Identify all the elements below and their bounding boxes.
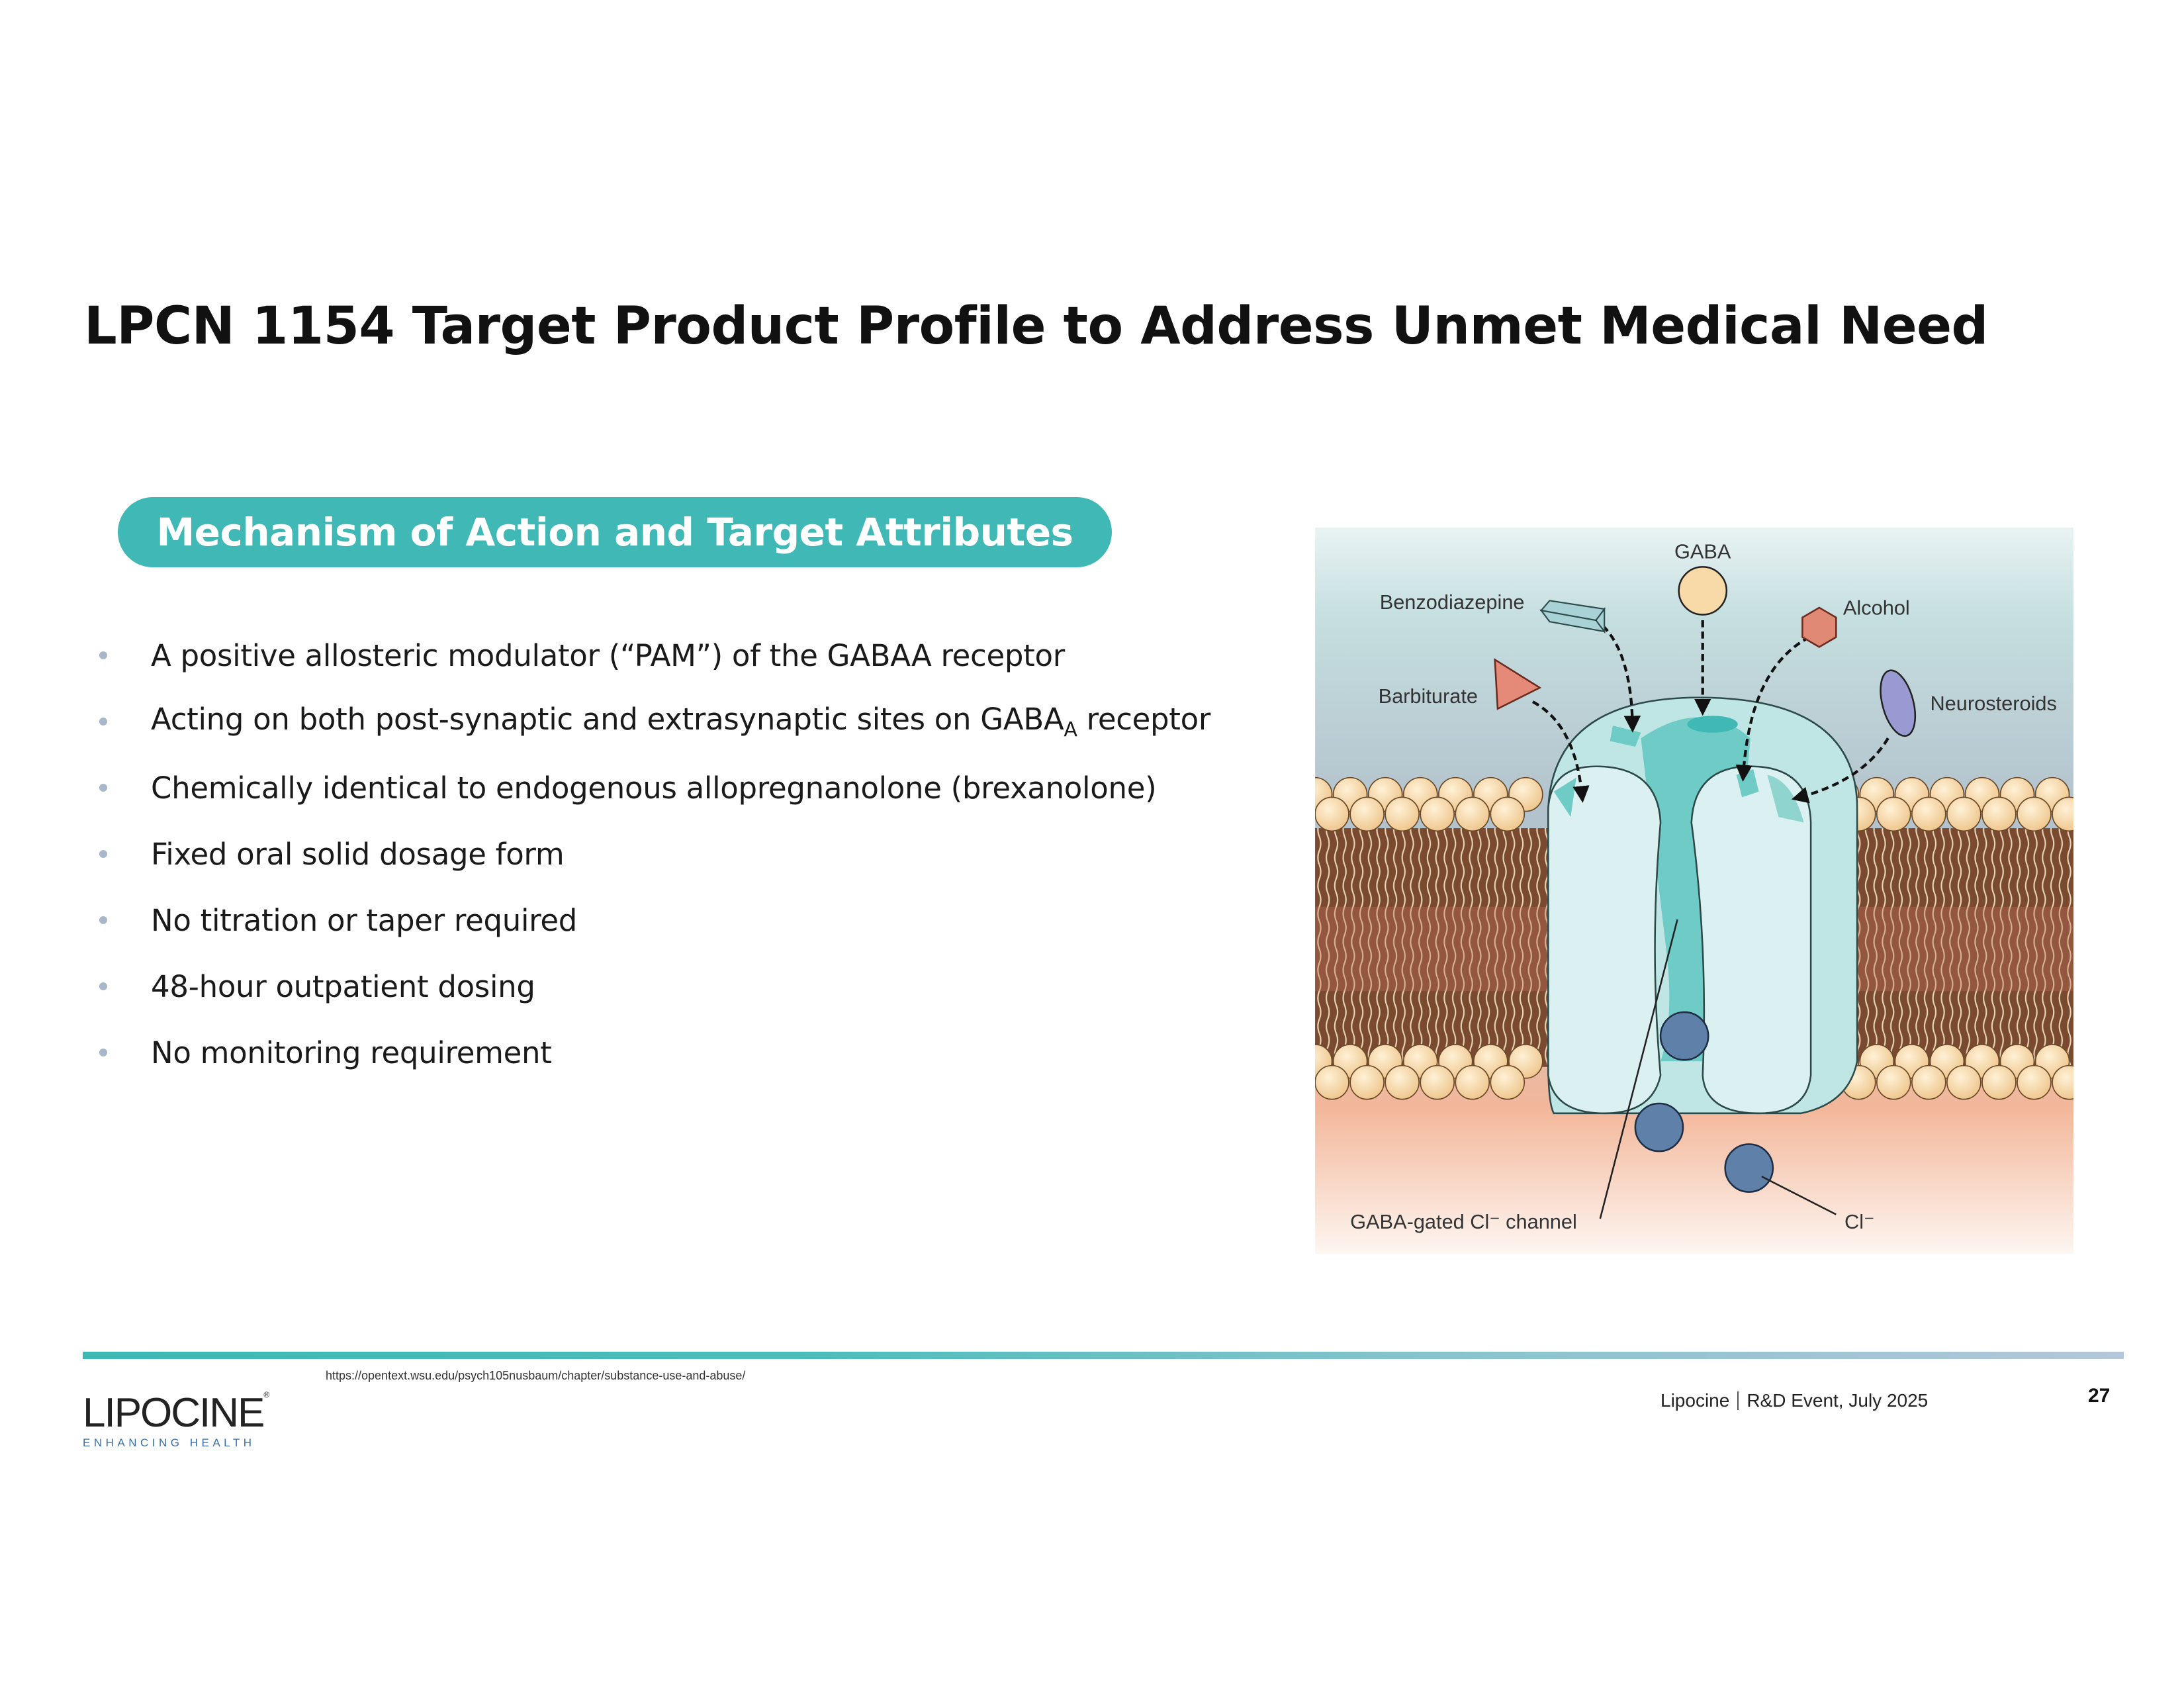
lipid-head bbox=[1349, 796, 1385, 832]
footer-event-text: R&D Event, July 2025 bbox=[1747, 1390, 1929, 1411]
lipid-head bbox=[1981, 796, 2017, 832]
neurosteroid-molecule-icon bbox=[1880, 669, 1917, 737]
section-header-label: Mechanism of Action and Target Attribute… bbox=[156, 510, 1073, 555]
bullet-icon bbox=[99, 1049, 107, 1056]
lipid-head bbox=[1385, 1064, 1420, 1100]
slide-title: LPCN 1154 Target Product Profile to Addr… bbox=[84, 297, 1988, 356]
chloride-ion-icon bbox=[1634, 1102, 1684, 1152]
bullet-icon bbox=[99, 850, 107, 858]
logo-tagline: ENHANCING HEALTH bbox=[83, 1436, 255, 1449]
bullet-icon bbox=[99, 916, 107, 924]
barbiturate-molecule-icon bbox=[1494, 658, 1542, 710]
list-item-text: 48-hour outpatient dosing bbox=[151, 968, 535, 1004]
lipid-head bbox=[2052, 1064, 2073, 1100]
gaba-binding-site bbox=[1687, 716, 1738, 733]
list-item: Chemically identical to endogenous allop… bbox=[99, 755, 1210, 821]
lipid-head bbox=[1876, 796, 1911, 832]
page-number: 27 bbox=[2088, 1385, 2111, 1407]
lipid-head bbox=[1911, 1064, 1946, 1100]
gaba-molecule-icon bbox=[1678, 566, 1728, 616]
lipid-head bbox=[1876, 1064, 1911, 1100]
label-chloride: Cl⁻ bbox=[1844, 1210, 1874, 1233]
channel-leader-line bbox=[1599, 919, 1678, 1219]
lipid-head bbox=[1420, 1064, 1455, 1100]
channel-subunit-left bbox=[1547, 765, 1662, 1115]
lipid-head bbox=[1981, 1064, 2017, 1100]
list-item: No titration or taper required bbox=[99, 887, 1210, 953]
source-link[interactable]: https://opentext.wsu.edu/psych105nusbaum… bbox=[326, 1369, 746, 1382]
list-item: Fixed oral solid dosage form bbox=[99, 821, 1210, 887]
bullet-icon bbox=[99, 982, 107, 990]
lipid-head bbox=[1911, 796, 1946, 832]
label-alcohol: Alcohol bbox=[1843, 596, 1910, 620]
bullet-icon bbox=[99, 651, 107, 659]
list-item: A positive allosteric modulator (“PAM”) … bbox=[99, 622, 1210, 688]
label-barbiturate: Barbiturate bbox=[1379, 684, 1478, 708]
subscript: A bbox=[1064, 718, 1077, 741]
lipid-head bbox=[2052, 796, 2073, 832]
chloride-ion-icon bbox=[1659, 1011, 1709, 1061]
lipid-head bbox=[1315, 796, 1349, 832]
lipid-head bbox=[1420, 796, 1455, 832]
footer-divider bbox=[83, 1352, 2124, 1359]
label-gaba: GABA bbox=[1674, 540, 1731, 563]
lipid-head bbox=[1349, 1064, 1385, 1100]
section-header: Mechanism of Action and Target Attribute… bbox=[118, 497, 1112, 567]
lipid-head bbox=[1385, 796, 1420, 832]
list-item-text: A positive allosteric modulator (“PAM”) … bbox=[151, 637, 1065, 673]
barbiturate-site bbox=[1553, 777, 1576, 818]
lipid-head bbox=[1946, 796, 1981, 832]
list-item: 48-hour outpatient dosing bbox=[99, 953, 1210, 1019]
lipid-head bbox=[1490, 1064, 1525, 1100]
list-item-text: No monitoring requirement bbox=[151, 1035, 552, 1070]
binding-arrows bbox=[1531, 620, 1889, 804]
text-part: receptor bbox=[1077, 702, 1211, 737]
lipid-head bbox=[2017, 1064, 2052, 1100]
label-neurosteroids: Neurosteroids bbox=[1930, 692, 2056, 715]
lipid-head bbox=[1490, 796, 1525, 832]
footer-company: Lipocine bbox=[1661, 1390, 1730, 1411]
bullet-icon bbox=[99, 718, 107, 726]
label-benzodiazepine: Benzodiazepine bbox=[1380, 590, 1525, 614]
list-item-text: No titration or taper required bbox=[151, 902, 578, 938]
lipid-head bbox=[1315, 1064, 1349, 1100]
gaba-receptor-diagram: GABA Benzodiazepine Alcohol Barbiturate … bbox=[1315, 528, 2073, 1254]
chloride-ions bbox=[1634, 1011, 1774, 1193]
label-channel: GABA-gated Cl⁻ channel bbox=[1350, 1210, 1577, 1233]
list-item-text: Acting on both post-synaptic and extrasy… bbox=[151, 702, 1210, 741]
list-item-text: Chemically identical to endogenous allop… bbox=[151, 770, 1157, 806]
company-logo: LIPOCINE® ENHANCING HEALTH bbox=[83, 1374, 281, 1449]
list-item: No monitoring requirement bbox=[99, 1019, 1210, 1086]
chloride-ion-icon bbox=[1724, 1143, 1774, 1193]
lipid-head bbox=[1946, 1064, 1981, 1100]
neurosteroid-site bbox=[1767, 774, 1804, 823]
footer-separator bbox=[1737, 1391, 1739, 1410]
logo-wordmark: LIPOCINE® bbox=[83, 1390, 269, 1436]
footer-event: Lipocine R&D Event, July 2025 bbox=[1661, 1390, 1928, 1411]
bullet-icon bbox=[99, 784, 107, 792]
text-part: Acting on both post-synaptic and extrasy… bbox=[151, 702, 1064, 737]
lipid-head bbox=[1455, 1064, 1490, 1100]
benzodiazepine-molecule-icon bbox=[1539, 600, 1606, 634]
logo-word: LIPOCINE bbox=[83, 1390, 265, 1436]
chloride-leader-line bbox=[1761, 1176, 1837, 1215]
lipid-head bbox=[2017, 796, 2052, 832]
alcohol-molecule-icon bbox=[1801, 606, 1837, 648]
list-item-text: Fixed oral solid dosage form bbox=[151, 836, 565, 872]
attribute-list: A positive allosteric modulator (“PAM”) … bbox=[99, 622, 1210, 1086]
list-item: Acting on both post-synaptic and extrasy… bbox=[99, 688, 1210, 755]
lipid-heads bbox=[1315, 776, 2073, 1100]
lipid-head bbox=[1455, 796, 1490, 832]
